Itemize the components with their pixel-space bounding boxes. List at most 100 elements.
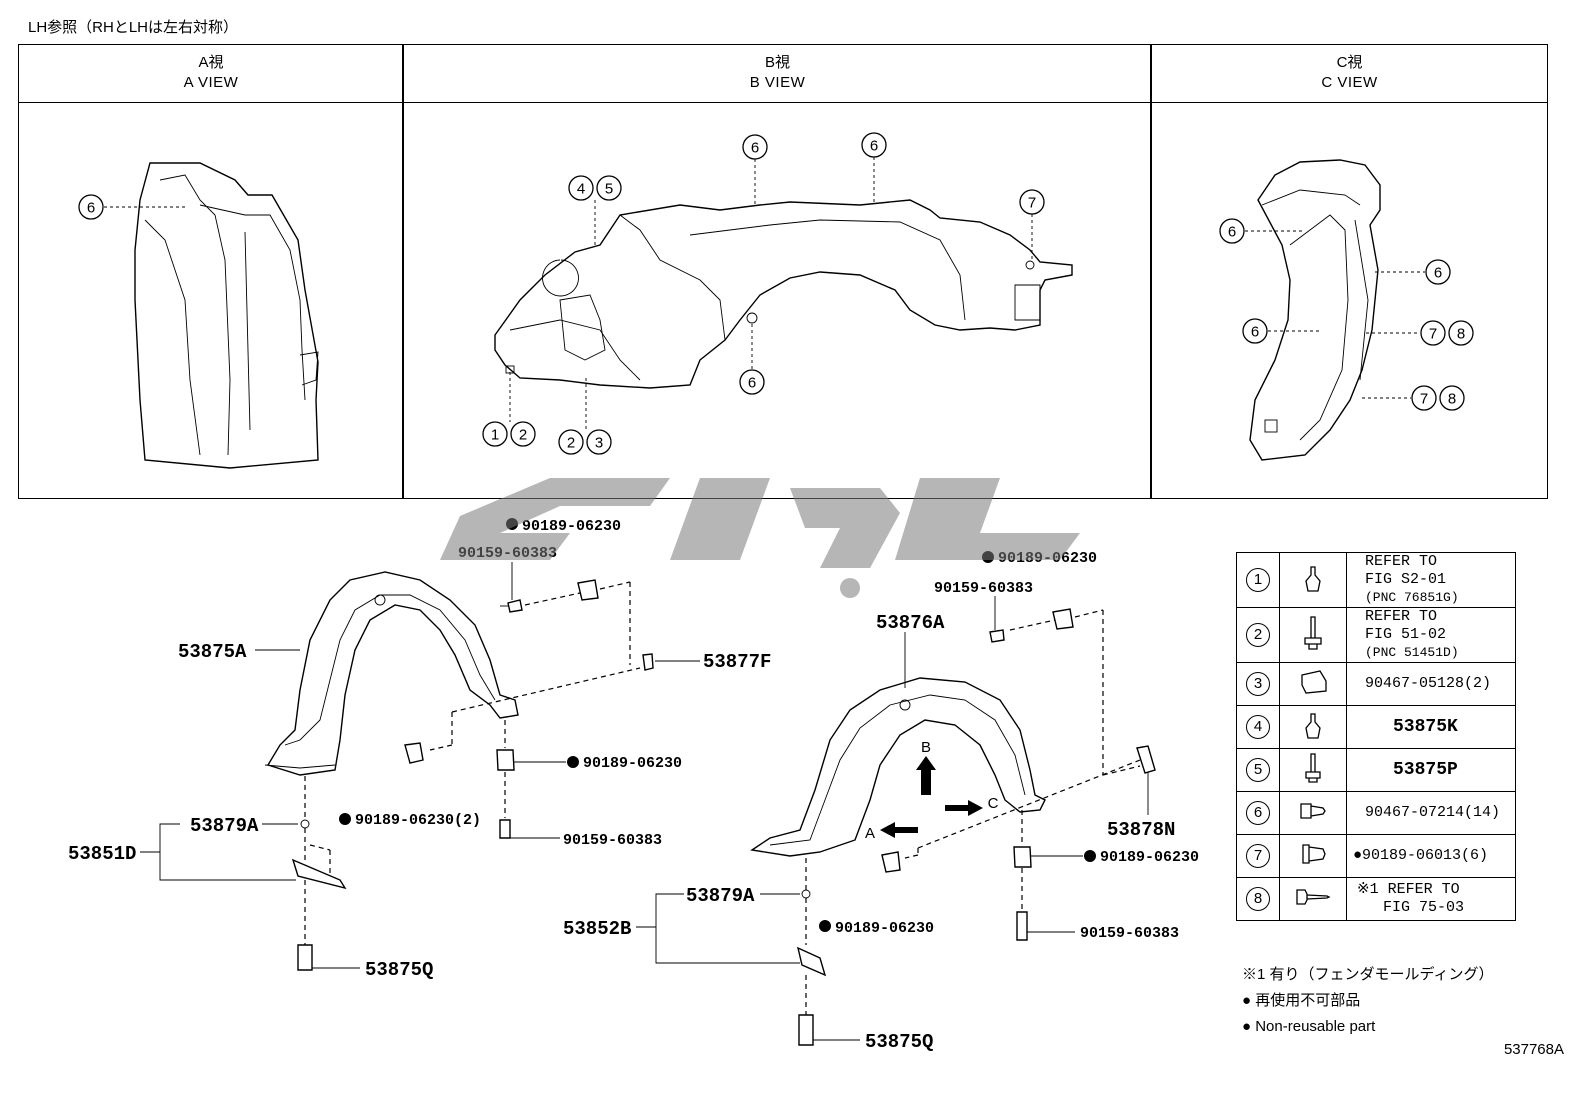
- part-90189-06230: 90189-06230: [1100, 849, 1199, 866]
- callout-5: 5: [605, 181, 613, 198]
- legend-row: 5 53875P: [1236, 748, 1516, 792]
- part-90189-06230: 90189-06230: [583, 755, 682, 772]
- legend-number: 3: [1246, 672, 1270, 696]
- legend-number: 8: [1246, 887, 1270, 911]
- part-53875Q: 53875Q: [865, 1031, 933, 1053]
- view-divider: [1150, 45, 1152, 498]
- legend-text: REFER TO: [1365, 553, 1438, 570]
- view-c-header: C視 C VIEW: [1152, 45, 1547, 103]
- push-clip-icon: [1279, 705, 1347, 749]
- view-b-liner-drawing: [494, 199, 1073, 389]
- push-clip-icon: [1279, 552, 1347, 608]
- legend-number: 2: [1246, 623, 1270, 647]
- part-90159-60383: 90159-60383: [1080, 925, 1179, 942]
- legend-number: 5: [1246, 758, 1270, 782]
- right-fender-liner-drawing: [750, 677, 1046, 857]
- legend-row: 6 90467-07214(14): [1236, 791, 1516, 835]
- part-53851D: 53851D: [68, 843, 136, 865]
- part-90159-60383: 90159-60383: [563, 832, 662, 849]
- illustration-code: 537768A: [1503, 1041, 1564, 1058]
- legend-text: 53875P: [1393, 760, 1458, 780]
- note-line: ● 再使用不可部品: [1242, 992, 1361, 1009]
- callout-6: 6: [1434, 265, 1442, 282]
- legend-number: 4: [1246, 715, 1270, 739]
- right-arrows: B A C: [865, 739, 999, 842]
- legend-text: ●90189-06013(6): [1353, 847, 1489, 864]
- view-b-callouts: 6 6 4 5 7 6 1 2 2 3: [482, 132, 1045, 455]
- callout-6: 6: [870, 138, 878, 155]
- view-divider: [402, 45, 404, 498]
- view-c-callouts: 6 6 6 7 8 7 8: [1219, 218, 1474, 411]
- view-c-label-en: C VIEW: [1321, 74, 1378, 91]
- view-a-header: A視 A VIEW: [19, 45, 403, 103]
- part-53876A: 53876A: [876, 612, 945, 634]
- arrow-c-label: C: [988, 795, 999, 812]
- grommet-icon: [1279, 834, 1347, 878]
- views-frame: A視 A VIEW B視 B VIEW C視 C VIEW: [18, 44, 1548, 499]
- view-c-label-jp: C視: [1336, 54, 1363, 71]
- nut-clip-icon: [1279, 662, 1347, 706]
- screw-icon: [1279, 748, 1347, 792]
- view-c-liner-drawing: [1249, 159, 1381, 461]
- tapping-screw-icon: [1279, 877, 1347, 921]
- callout-6: 6: [1251, 324, 1259, 341]
- right-part-labels: 90189-06230 90159-60383 53876A 53878N 90…: [563, 550, 1199, 1053]
- callout-8: 8: [1448, 391, 1456, 408]
- legend-text: (PNC 76851G): [1365, 590, 1459, 605]
- callout-2: 2: [567, 435, 575, 452]
- legend-number: 1: [1246, 568, 1270, 592]
- right-fasteners: [796, 608, 1156, 1046]
- callout-4: 4: [577, 181, 585, 198]
- legend-text: 90467-05128(2): [1365, 675, 1492, 692]
- view-b-label-en: B VIEW: [749, 74, 806, 91]
- part-90189-06230: 90189-06230: [835, 920, 934, 937]
- part-53878N: 53878N: [1107, 819, 1175, 841]
- legend-text: FIG 51-02: [1365, 626, 1447, 643]
- callout-6: 6: [1228, 224, 1236, 241]
- callout-6: 6: [751, 140, 759, 157]
- callout-3: 3: [595, 435, 603, 452]
- legend-text: REFER TO: [1365, 608, 1438, 625]
- callout-6: 6: [87, 200, 95, 217]
- part-53877F: 53877F: [703, 651, 771, 673]
- legend-row: 7 ●90189-06013(6): [1236, 834, 1516, 878]
- legend-text: (PNC 51451D): [1365, 645, 1459, 660]
- view-a-liner-drawing: [134, 162, 319, 469]
- legend-number: 7: [1246, 844, 1270, 868]
- legend-row: 4 53875K: [1236, 705, 1516, 749]
- legend-text: 53875K: [1393, 717, 1458, 737]
- callout-1: 1: [491, 427, 499, 444]
- callout-8: 8: [1457, 326, 1465, 343]
- arrow-a-label: A: [865, 825, 875, 842]
- arrow-b-label: B: [921, 739, 931, 756]
- note-line: ● Non-reusable part: [1242, 1018, 1376, 1035]
- reference-note: LH参照（RHとLHは左右対称）: [28, 19, 239, 36]
- screw-icon: [1279, 607, 1347, 663]
- left-part-labels: 53875A 90189-06230 90159-60383 53877F 90…: [68, 518, 771, 981]
- left-fender-liner-drawing: [264, 571, 519, 776]
- part-90189-06230: 90189-06230: [522, 518, 621, 535]
- callout-7: 7: [1420, 391, 1428, 408]
- callout-2: 2: [519, 427, 527, 444]
- legend-text: ※1 REFER TO: [1357, 881, 1460, 898]
- part-90159-60383: 90159-60383: [934, 580, 1033, 597]
- legend-number: 6: [1246, 801, 1270, 825]
- watermark-logo: [440, 478, 1080, 598]
- callout-6: 6: [748, 375, 756, 392]
- view-a-callout: 6: [78, 194, 185, 220]
- view-a-label-jp: A視: [198, 54, 224, 71]
- note-line: ※1 有り（フェンダモールディング）: [1242, 966, 1494, 983]
- part-90189-06230-2: 90189-06230(2): [355, 812, 481, 829]
- legend-text: 90467-07214(14): [1365, 804, 1501, 821]
- part-53852B: 53852B: [563, 918, 631, 940]
- rivet-clip-icon: [1279, 791, 1347, 835]
- part-53875Q: 53875Q: [365, 959, 433, 981]
- legend-text: FIG S2-01: [1365, 571, 1447, 588]
- notes-block: ※1 有り（フェンダモールディング） ● 再使用不可部品 ● Non-reusa…: [1242, 962, 1493, 1040]
- left-fasteners: [291, 579, 654, 971]
